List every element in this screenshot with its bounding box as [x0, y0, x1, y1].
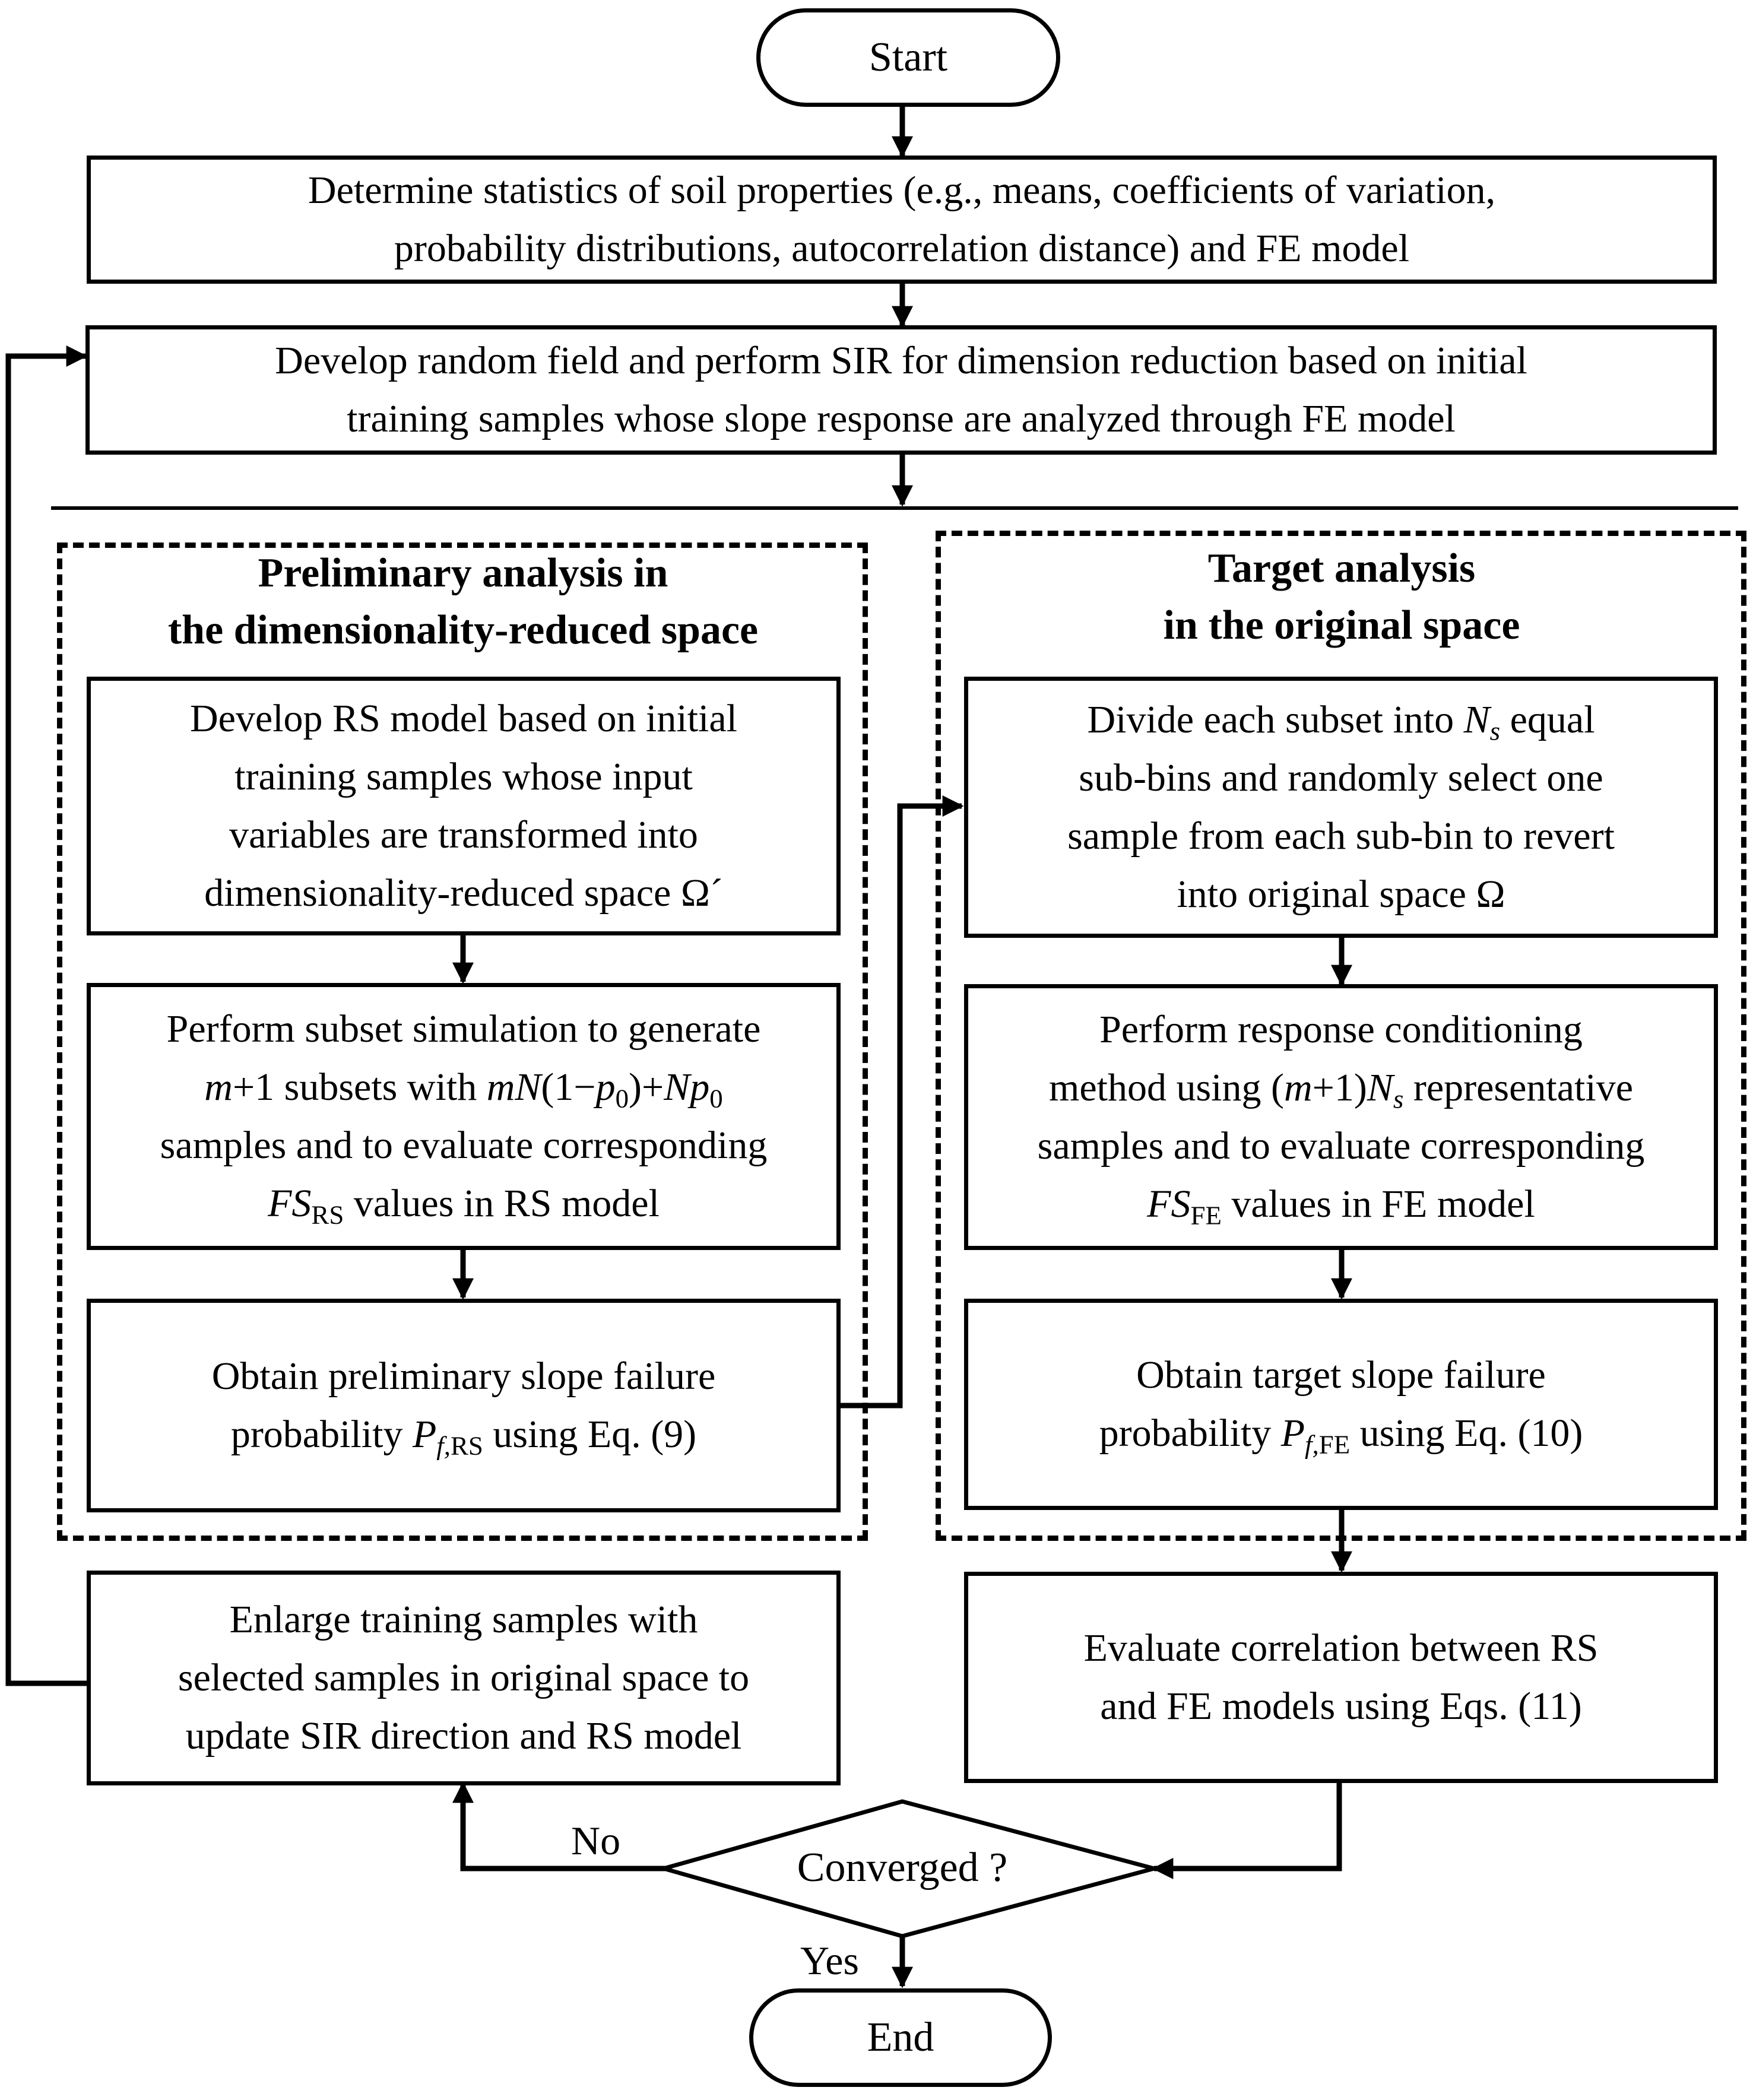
enlarge-line-1: Enlarge training samples with — [229, 1598, 698, 1641]
preliminary-analysis-title: Preliminary analysis in the dimensionali… — [65, 545, 861, 659]
right-box3-line-2: probability Pf,FE using Eq. (10) — [1099, 1411, 1583, 1460]
target-title-line-1: Target analysis — [1207, 545, 1476, 591]
right-box3-line-1: Obtain target slope failure — [1136, 1353, 1546, 1397]
target-analysis-group — [936, 531, 1746, 1541]
converged-decision-label: Converged ? — [797, 1845, 1008, 1890]
arrow-left-to-right-group — [841, 795, 964, 1409]
converged-decision-diamond — [656, 1799, 1162, 1939]
end-label: End — [867, 2015, 934, 2060]
develop-random-field-box: Develop random field and perform SIR for… — [85, 325, 1717, 455]
right-box1-line-4: into original space Ω — [1177, 873, 1505, 916]
left-box1-line-2: training samples whose input — [234, 755, 693, 798]
end-terminal: End — [749, 1988, 1052, 2087]
step1-line-1: Determine statistics of soil properties … — [308, 169, 1496, 212]
target-failure-probability-box: Obtain target slope failure probability … — [964, 1299, 1718, 1510]
enlarge-line-2: selected samples in original space to — [177, 1656, 750, 1699]
left-box1-line-4: dimensionality-reduced space Ω´ — [204, 871, 723, 915]
step1-line-2: probability distributions, autocorrelati… — [394, 227, 1410, 270]
determine-statistics-box: Determine statistics of soil properties … — [87, 156, 1717, 284]
subset-simulation-box: Perform subset simulation to generate m+… — [87, 983, 841, 1250]
correlation-line-1: Evaluate correlation between RS — [1083, 1626, 1599, 1670]
preliminary-title-line-2: the dimensionality-reduced space — [167, 607, 759, 653]
preliminary-analysis-group — [57, 543, 868, 1541]
right-box2-line-3: samples and to evaluate corresponding — [1037, 1124, 1645, 1168]
arrow-correlation-to-decision — [1152, 1782, 1342, 1879]
start-terminal: Start — [756, 8, 1060, 107]
develop-rs-model-box: Develop RS model based on initial traini… — [87, 677, 841, 935]
right-box2-line-2: method using (m+1)Ns representative — [1049, 1066, 1633, 1114]
right-box2-line-4: FSFE values in FE model — [1147, 1182, 1535, 1230]
step2-line-2: training samples whose slope response ar… — [347, 397, 1456, 440]
preliminary-failure-probability-box: Obtain preliminary slope failure probabi… — [87, 1299, 841, 1512]
left-box3-line-2: probability Pf,RS using Eq. (9) — [230, 1413, 697, 1461]
correlation-line-2: and FE models using Eqs. (11) — [1100, 1685, 1582, 1728]
preliminary-title-line-1: Preliminary analysis in — [258, 550, 668, 596]
left-box2-line-3: samples and to evaluate corresponding — [160, 1124, 768, 1167]
enlarge-line-3: update SIR direction and RS model — [185, 1714, 742, 1758]
left-box2-line-1: Perform subset simulation to generate — [166, 1007, 761, 1051]
left-box2-line-2: m+1 subsets with mN(1−p0)+Np0 — [204, 1065, 723, 1114]
arrow-decision-no-to-enlarge — [452, 1781, 665, 1871]
divide-subset-box: Divide each subset into Ns equal sub-bin… — [964, 677, 1718, 938]
right-box1-line-1: Divide each subset into Ns equal — [1087, 698, 1595, 746]
start-label: Start — [868, 34, 948, 80]
left-box3-line-1: Obtain preliminary slope failure — [211, 1354, 716, 1398]
response-conditioning-box: Perform response conditioning method usi… — [964, 984, 1718, 1250]
target-title-line-2: in the original space — [1163, 602, 1520, 648]
right-box1-line-3: sample from each sub-bin to revert — [1067, 814, 1615, 858]
right-box1-line-2: sub-bins and randomly select one — [1079, 756, 1603, 800]
arrow-enlarge-loop-back — [5, 345, 88, 1686]
step2-line-1: Develop random field and perform SIR for… — [275, 339, 1527, 382]
yes-branch-label: Yes — [800, 1938, 859, 1983]
no-branch-label: No — [571, 1818, 621, 1863]
evaluate-correlation-box: Evaluate correlation between RS and FE m… — [964, 1572, 1718, 1783]
right-box2-line-1: Perform response conditioning — [1099, 1008, 1583, 1051]
left-box1-line-3: variables are transformed into — [229, 813, 698, 857]
left-box1-line-1: Develop RS model based on initial — [189, 697, 738, 740]
left-box2-line-4: FSRS values in RS model — [268, 1182, 660, 1230]
enlarge-training-samples-box: Enlarge training samples with selected s… — [87, 1571, 841, 1785]
target-analysis-title: Target analysis in the original space — [944, 540, 1739, 654]
